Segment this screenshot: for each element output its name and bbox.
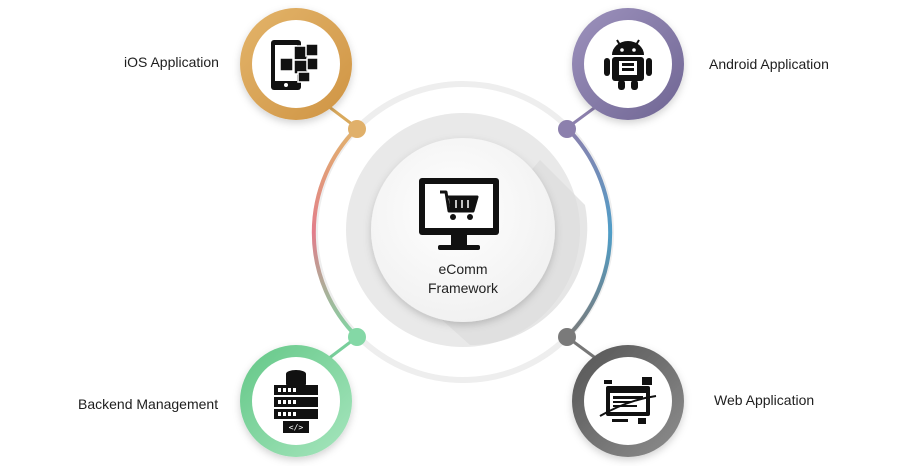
- server-database-icon: </>: [274, 370, 318, 433]
- left-connector-arc: [311, 126, 359, 339]
- ios-application-label: iOS Application: [124, 54, 219, 70]
- backend-connector-dot: [348, 328, 366, 346]
- center-title-line1: eComm: [438, 261, 488, 277]
- web-node: [572, 345, 684, 457]
- web-browser-icon: [599, 377, 657, 424]
- android-application-label: Android Application: [709, 56, 829, 72]
- backend-management-label: Backend Management: [78, 396, 219, 412]
- center-title: eComm Framework: [393, 260, 533, 298]
- monitor-shopping-cart-icon: [419, 178, 499, 250]
- web-application-label: Web Application: [714, 392, 815, 408]
- android-node: [572, 8, 684, 120]
- tablet-phone-icon: [271, 40, 319, 90]
- ios-node: [240, 8, 352, 120]
- android-connector-dot: [558, 120, 576, 138]
- web-connector-dot: [558, 328, 576, 346]
- svg-text:</>: </>: [289, 423, 304, 432]
- ios-connector-dot: [348, 120, 366, 138]
- backend-node: </>: [240, 345, 352, 457]
- android-robot-icon: [604, 39, 652, 90]
- right-connector-arc: [565, 126, 613, 339]
- center-title-line2: Framework: [427, 280, 498, 296]
